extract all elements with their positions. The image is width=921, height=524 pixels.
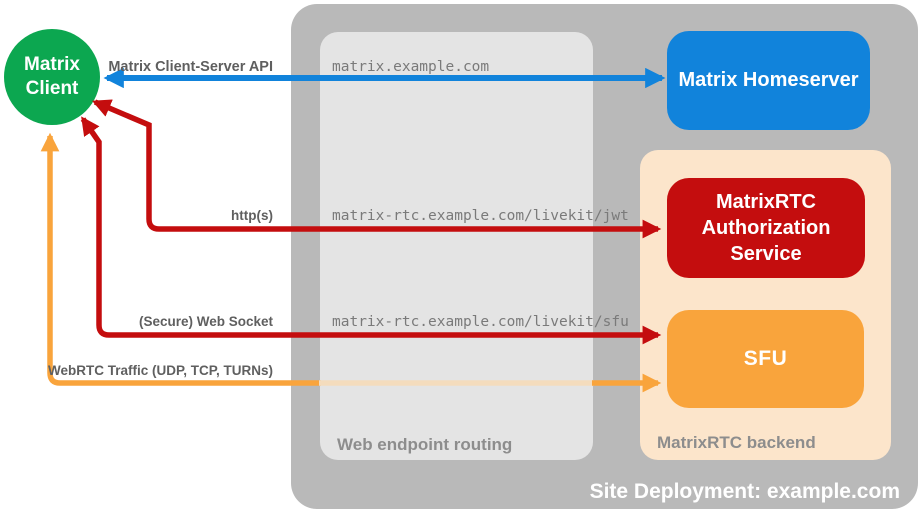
edge-label-client-server-api: Matrix Client-Server API	[108, 59, 273, 75]
web-endpoint-routing-container	[320, 32, 593, 460]
web-endpoint-routing-label: Web endpoint routing	[337, 435, 513, 454]
endpoint-label-livekit-sfu: matrix-rtc.example.com/livekit/sfu	[332, 314, 629, 330]
site-deployment-label: Site Deployment: example.com	[589, 480, 900, 503]
edge-label-websocket: (Secure) Web Socket	[138, 314, 273, 329]
sfu-label: SFU	[743, 347, 788, 370]
matrix-client-node: Matrix Client	[4, 29, 100, 125]
matrix-client-label-line2: Client	[25, 78, 79, 99]
matrix-client-label-line1: Matrix	[24, 54, 80, 75]
matrixrtc-auth-service-label: MatrixRTC Authorization Service	[701, 191, 831, 265]
endpoint-label-homeserver: matrix.example.com	[332, 59, 490, 75]
edge-label-webrtc: WebRTC Traffic (UDP, TCP, TURNs)	[47, 363, 273, 378]
matrixrtc-backend-label: MatrixRTC backend	[657, 433, 816, 452]
edge-label-https: http(s)	[231, 208, 273, 223]
matrix-homeserver-label: Matrix Homeserver	[678, 69, 859, 91]
matrix-homeserver-node: Matrix Homeserver	[667, 31, 870, 130]
arrow-webrtc-left	[40, 132, 321, 386]
endpoint-label-livekit-jwt: matrix-rtc.example.com/livekit/jwt	[332, 208, 629, 224]
matrixrtc-auth-service-node: MatrixRTC Authorization Service	[667, 178, 865, 278]
sfu-node: SFU	[667, 310, 864, 408]
